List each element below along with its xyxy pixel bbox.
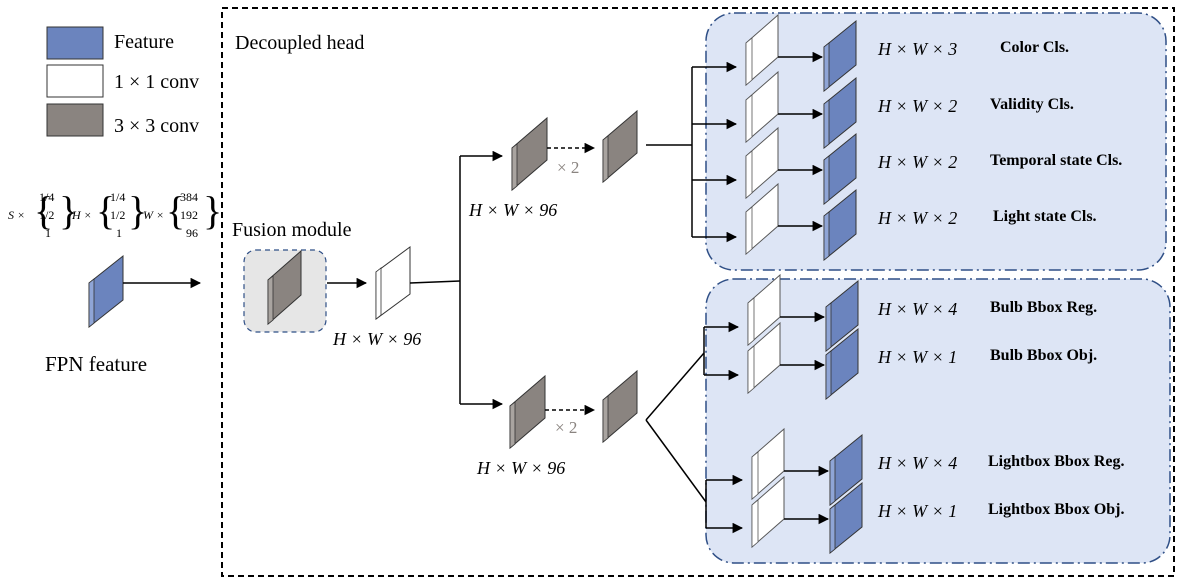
output-head-label: Color Cls.	[1000, 39, 1069, 56]
output-head-label: Temporal state Cls.	[990, 152, 1122, 169]
output-conv1-block	[747, 273, 781, 347]
upper-conv3-block-2	[602, 109, 638, 184]
lower-conv3-block-2	[602, 369, 638, 444]
fpn-s-value-2: 1	[45, 226, 51, 240]
output-feature-block	[823, 76, 857, 150]
output-head-label: Lightbox Bbox Reg.	[988, 453, 1124, 470]
output-row: H × W × 4 Lightbox Bbox Reg.	[751, 427, 1124, 507]
fpn-w-prefix: W ×	[143, 208, 164, 222]
regression-panel	[705, 278, 1171, 564]
output-head-label: Bulb Bbox Obj.	[990, 347, 1097, 364]
lower-fanout	[645, 321, 744, 534]
upper-conv3-block-1	[511, 116, 548, 192]
fpn-label: FPN feature	[45, 352, 147, 376]
output-feature-block	[823, 19, 857, 93]
output-dim-label: H × W × 1	[877, 347, 957, 367]
split-connectors	[409, 150, 504, 410]
upper-repeat-label: × 2	[557, 158, 579, 177]
output-rows: H × W × 3 Color Cls. H × W × 2 Validity Cls…	[745, 13, 1124, 555]
fpn-w-value-2: 96	[186, 226, 198, 240]
fpn-s-brace: {	[34, 188, 53, 233]
output-dim-label: H × W × 4	[877, 453, 957, 473]
output-row: H × W × 1 Lightbox Bbox Obj.	[751, 475, 1124, 555]
classification-panel	[705, 12, 1167, 271]
legend-conv3-swatch	[46, 103, 104, 137]
fusion-module-title: Fusion module	[232, 219, 352, 241]
output-feature-block	[829, 481, 863, 555]
fpn-w-brace: {	[166, 188, 185, 233]
fpn-h-value-1: 1/2	[110, 208, 125, 222]
fpn-w-brace-close: }	[203, 188, 222, 233]
output-feature-block	[823, 132, 857, 206]
fpn-h-value-0: 1/4	[110, 190, 125, 204]
output-row: H × W × 2 Temporal state Cls.	[745, 126, 1122, 206]
legend-feature-label: Feature	[114, 31, 174, 53]
output-row: H × W × 3 Color Cls.	[745, 13, 1069, 93]
output-conv1-block	[745, 126, 779, 200]
upper-dim-label: H × W × 96	[468, 200, 557, 220]
fpn-feature-block	[88, 254, 124, 329]
fpn-h-brace: {	[96, 188, 115, 233]
output-row: H × W × 1 Bulb Bbox Obj.	[747, 321, 1097, 401]
legend-conv1-label: 1 × 1 conv	[114, 71, 199, 93]
legend-feature-swatch	[46, 26, 104, 60]
output-row: H × W × 4 Bulb Bbox Reg.	[747, 273, 1097, 353]
fpn-s-brace-close: }	[59, 188, 78, 233]
fusion-dim-label: H × W × 96	[332, 329, 421, 349]
fpn-dimensions: S × { 1/4 1/2 1 } H × { 1/4 1/2 1 } W × …	[8, 188, 222, 240]
output-row: H × W × 2 Light state Cls.	[745, 182, 1097, 262]
output-head-label: Light state Cls.	[993, 208, 1097, 225]
fusion-conv3-block	[267, 249, 302, 326]
lower-repeat-label: × 2	[555, 418, 577, 437]
decoupled-head-box	[221, 7, 1175, 577]
fpn-h-brace-close: }	[128, 188, 147, 233]
fpn-s-value-1: 1/2	[39, 208, 54, 222]
decoupled-head-title: Decoupled head	[235, 32, 364, 54]
fpn-s-value-0: 1/4	[39, 190, 54, 204]
output-feature-block	[825, 327, 859, 401]
output-dim-label: H × W × 1	[877, 501, 957, 521]
output-feature-block	[825, 279, 859, 353]
output-dim-label: H × W × 2	[877, 96, 957, 116]
output-feature-block	[829, 433, 863, 507]
output-conv1-block	[745, 13, 779, 87]
legend-conv3-label: 3 × 3 conv	[114, 115, 199, 137]
lower-dim-label: H × W × 96	[476, 458, 565, 478]
upper-fanout	[646, 61, 738, 243]
fpn-w-value-1: 192	[180, 208, 198, 222]
output-feature-block	[823, 188, 857, 262]
output-dim-label: H × W × 2	[877, 208, 957, 228]
output-row: H × W × 2 Validity Cls.	[745, 70, 1074, 150]
output-head-label: Bulb Bbox Reg.	[990, 299, 1097, 316]
output-conv1-block	[751, 475, 785, 549]
output-head-label: Lightbox Bbox Obj.	[988, 501, 1124, 518]
fpn-h-prefix: H ×	[71, 208, 92, 222]
fusion-conv1-block	[375, 246, 411, 320]
fpn-h-value-2: 1	[116, 226, 122, 240]
legend-conv1-swatch	[46, 64, 104, 98]
fpn-s-prefix: S ×	[8, 208, 25, 222]
fpn-w-value-0: 384	[180, 190, 198, 204]
legend: Feature 1 × 1 conv 3 × 3 conv	[46, 26, 199, 137]
output-head-label: Validity Cls.	[990, 96, 1074, 113]
output-dim-label: H × W × 2	[877, 152, 957, 172]
output-dim-label: H × W × 3	[877, 39, 957, 59]
output-dim-label: H × W × 4	[877, 299, 957, 319]
lower-conv3-block-1	[509, 374, 546, 450]
